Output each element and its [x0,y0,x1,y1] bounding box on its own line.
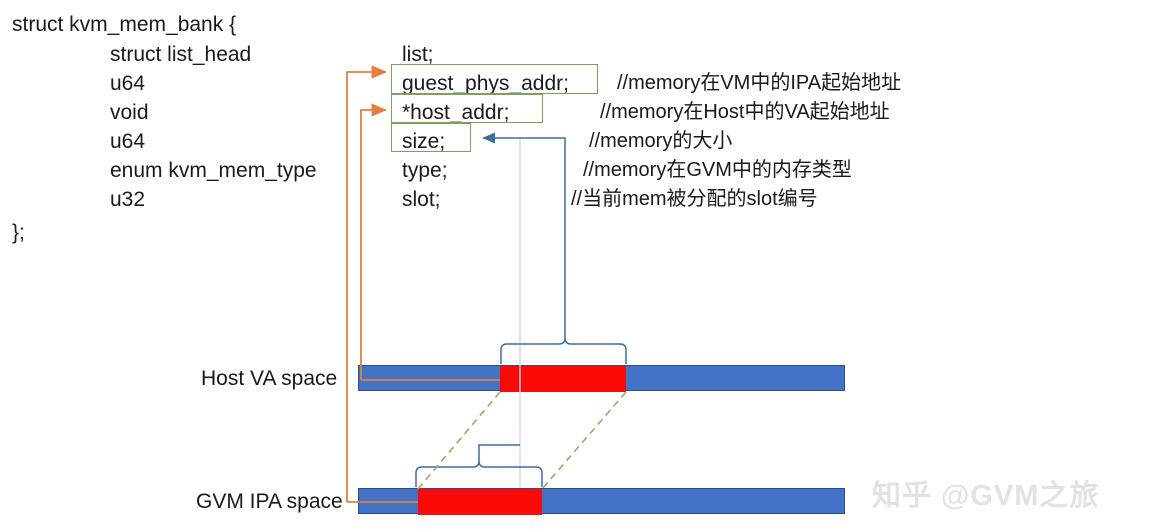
host-va-space-label: Host VA space [201,367,338,390]
struct-row-field-0: list; [402,43,434,66]
struct-row-type-0: struct list_head [110,43,252,66]
zhihu-watermark: 知乎 @GVM之旅 [872,480,1100,512]
field-box-size [391,123,471,152]
struct-row-type-5: u32 [110,188,146,211]
gvm-ipa-mapped-region [418,489,542,515]
struct-row-field-2: *host_addr; [402,101,510,124]
struct-row-field-5: slot; [402,188,441,211]
gvm-size-brace [415,444,543,487]
struct-row-field-1: guest_phys_addr; [402,72,569,95]
struct-row-comment-4: //memory在GVM中的内存类型 [583,159,852,181]
struct-row-comment-3: //memory的大小 [589,130,733,152]
field-box-host-addr [391,94,543,123]
struct-footer: }; [12,221,25,244]
struct-header: struct kvm_mem_bank { [12,13,237,36]
struct-row-comment-5: //当前mem被分配的slot编号 [571,188,818,210]
gvm-ipa-space-label: GVM IPA space [196,490,343,513]
struct-row-comment-2: //memory在Host中的VA起始地址 [600,101,890,123]
struct-row-type-4: enum kvm_mem_type [110,159,317,182]
struct-row-type-1: u64 [110,72,146,95]
struct-row-type-3: u64 [110,130,146,153]
host-va-mapped-region [500,366,626,392]
field-box-guest-phys-addr [391,64,598,94]
struct-row-comment-1: //memory在VM中的IPA起始地址 [617,72,902,94]
struct-row-field-3: size; [402,130,446,153]
ipa-to-va-mapping-lines [417,391,627,490]
struct-row-field-4: type; [402,159,448,182]
struct-row-type-2: void [110,101,149,124]
